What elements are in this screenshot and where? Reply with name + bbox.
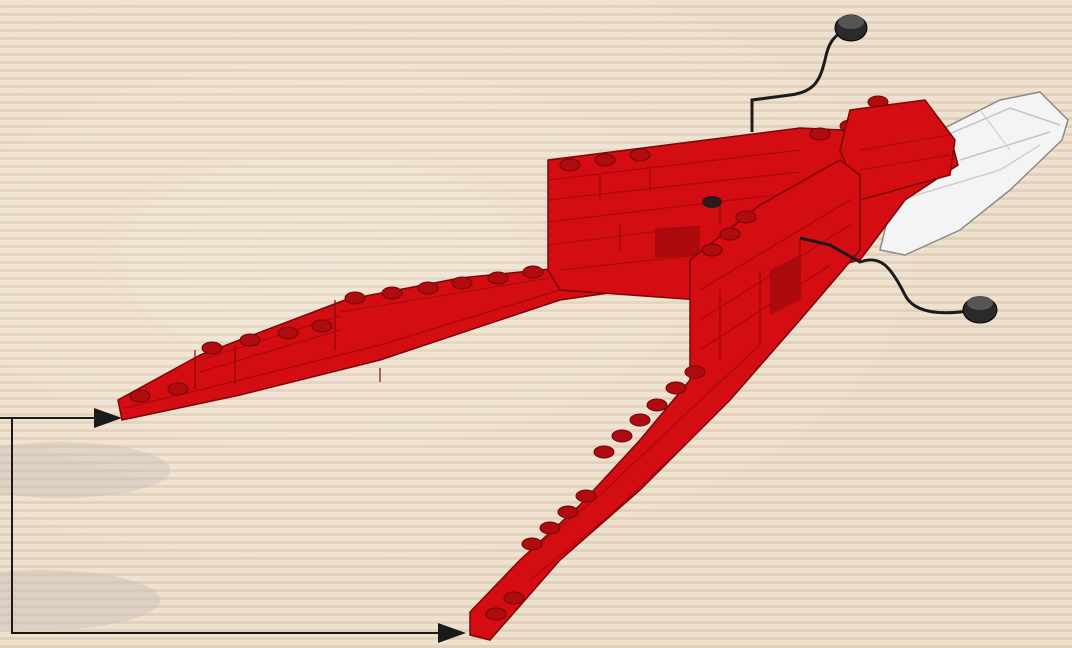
upper-wire <box>752 28 850 132</box>
touch-sensor-top <box>835 15 867 41</box>
background-shadows <box>0 442 170 630</box>
pivot-hole <box>702 196 722 208</box>
touch-sensor-right <box>963 296 997 323</box>
